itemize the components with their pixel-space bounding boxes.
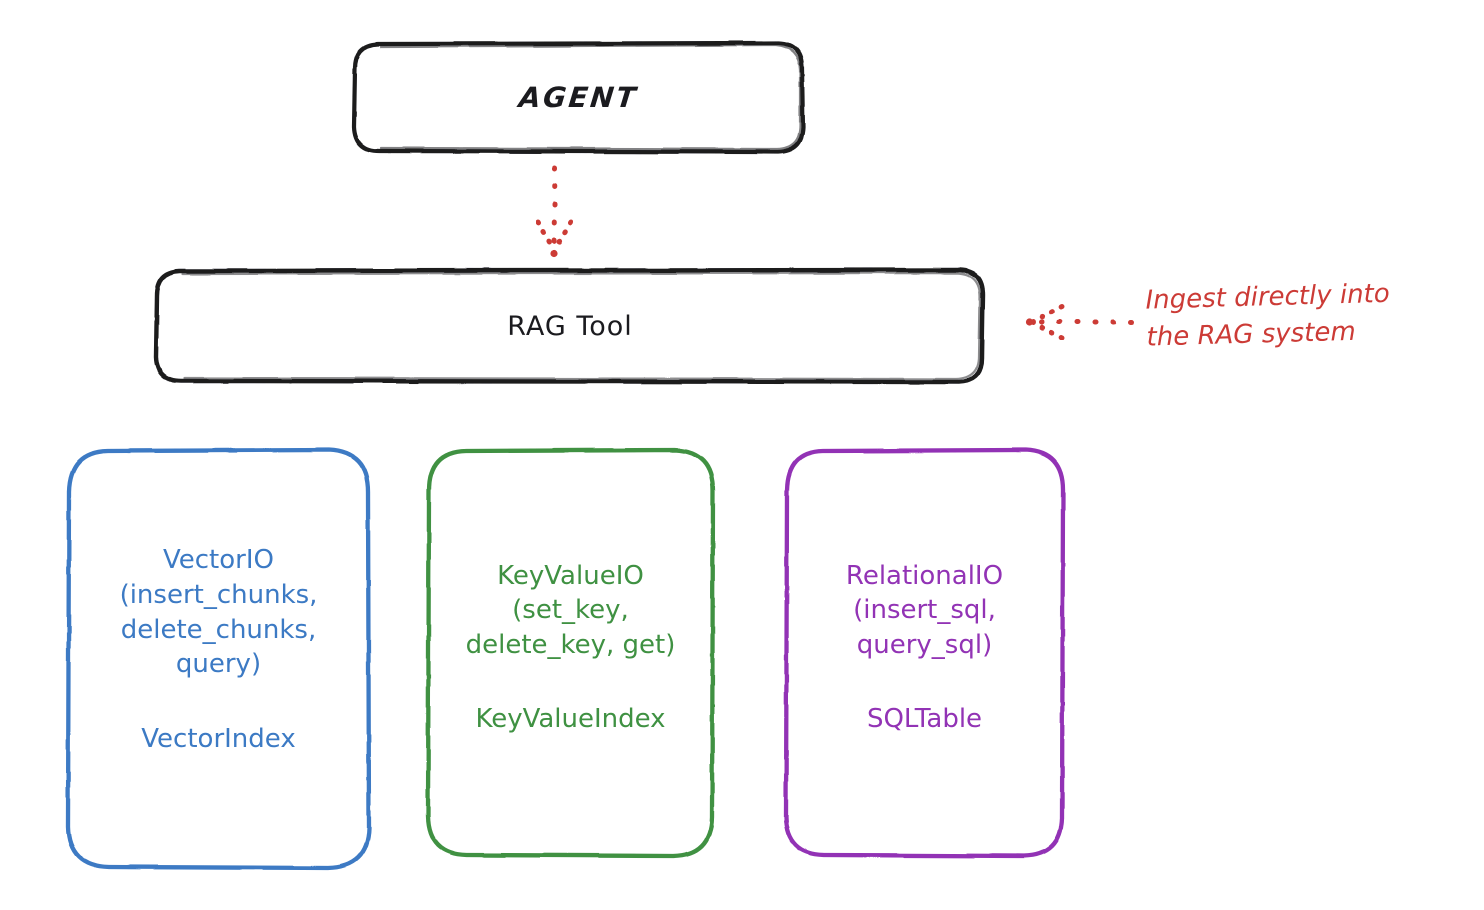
- rag-tool-node[interactable]: RAG Tool: [156, 270, 984, 383]
- key-value-io-api-label: KeyValueIO (set_key, delete_key, get): [465, 560, 676, 660]
- ingest-to-rag-connector: [1025, 303, 1135, 341]
- key-value-io-node[interactable]: KeyValueIO (set_key, delete_key, get) Ke…: [428, 450, 713, 857]
- agent-node-label: AGENT: [517, 80, 640, 114]
- ingest-annotation-text: Ingest directly into the RAG system: [1145, 278, 1391, 353]
- vector-io-content: VectorIO (insert_chunks, delete_chunks, …: [68, 543, 369, 753]
- relational-io-content: RelationalIO (insert_sql, query_sql) SQL…: [786, 559, 1063, 735]
- relational-io-api-label: RelationalIO (insert_sql, query_sql): [845, 560, 1004, 660]
- vector-index-label: VectorIndex: [141, 723, 296, 754]
- rag-tool-node-label: RAG Tool: [507, 310, 633, 342]
- agent-to-rag-connector: [535, 165, 574, 257]
- key-value-io-content: KeyValueIO (set_key, delete_key, get) Ke…: [428, 559, 713, 735]
- key-value-index-label: KeyValueIndex: [475, 704, 666, 735]
- vector-io-api-label: VectorIO (insert_chunks, delete_chunks, …: [119, 545, 318, 680]
- sql-table-label: SQLTable: [866, 704, 983, 735]
- agent-node[interactable]: AGENT: [354, 43, 803, 153]
- relational-io-node[interactable]: RelationalIO (insert_sql, query_sql) SQL…: [786, 450, 1063, 857]
- vector-io-node[interactable]: VectorIO (insert_chunks, delete_chunks, …: [68, 450, 369, 869]
